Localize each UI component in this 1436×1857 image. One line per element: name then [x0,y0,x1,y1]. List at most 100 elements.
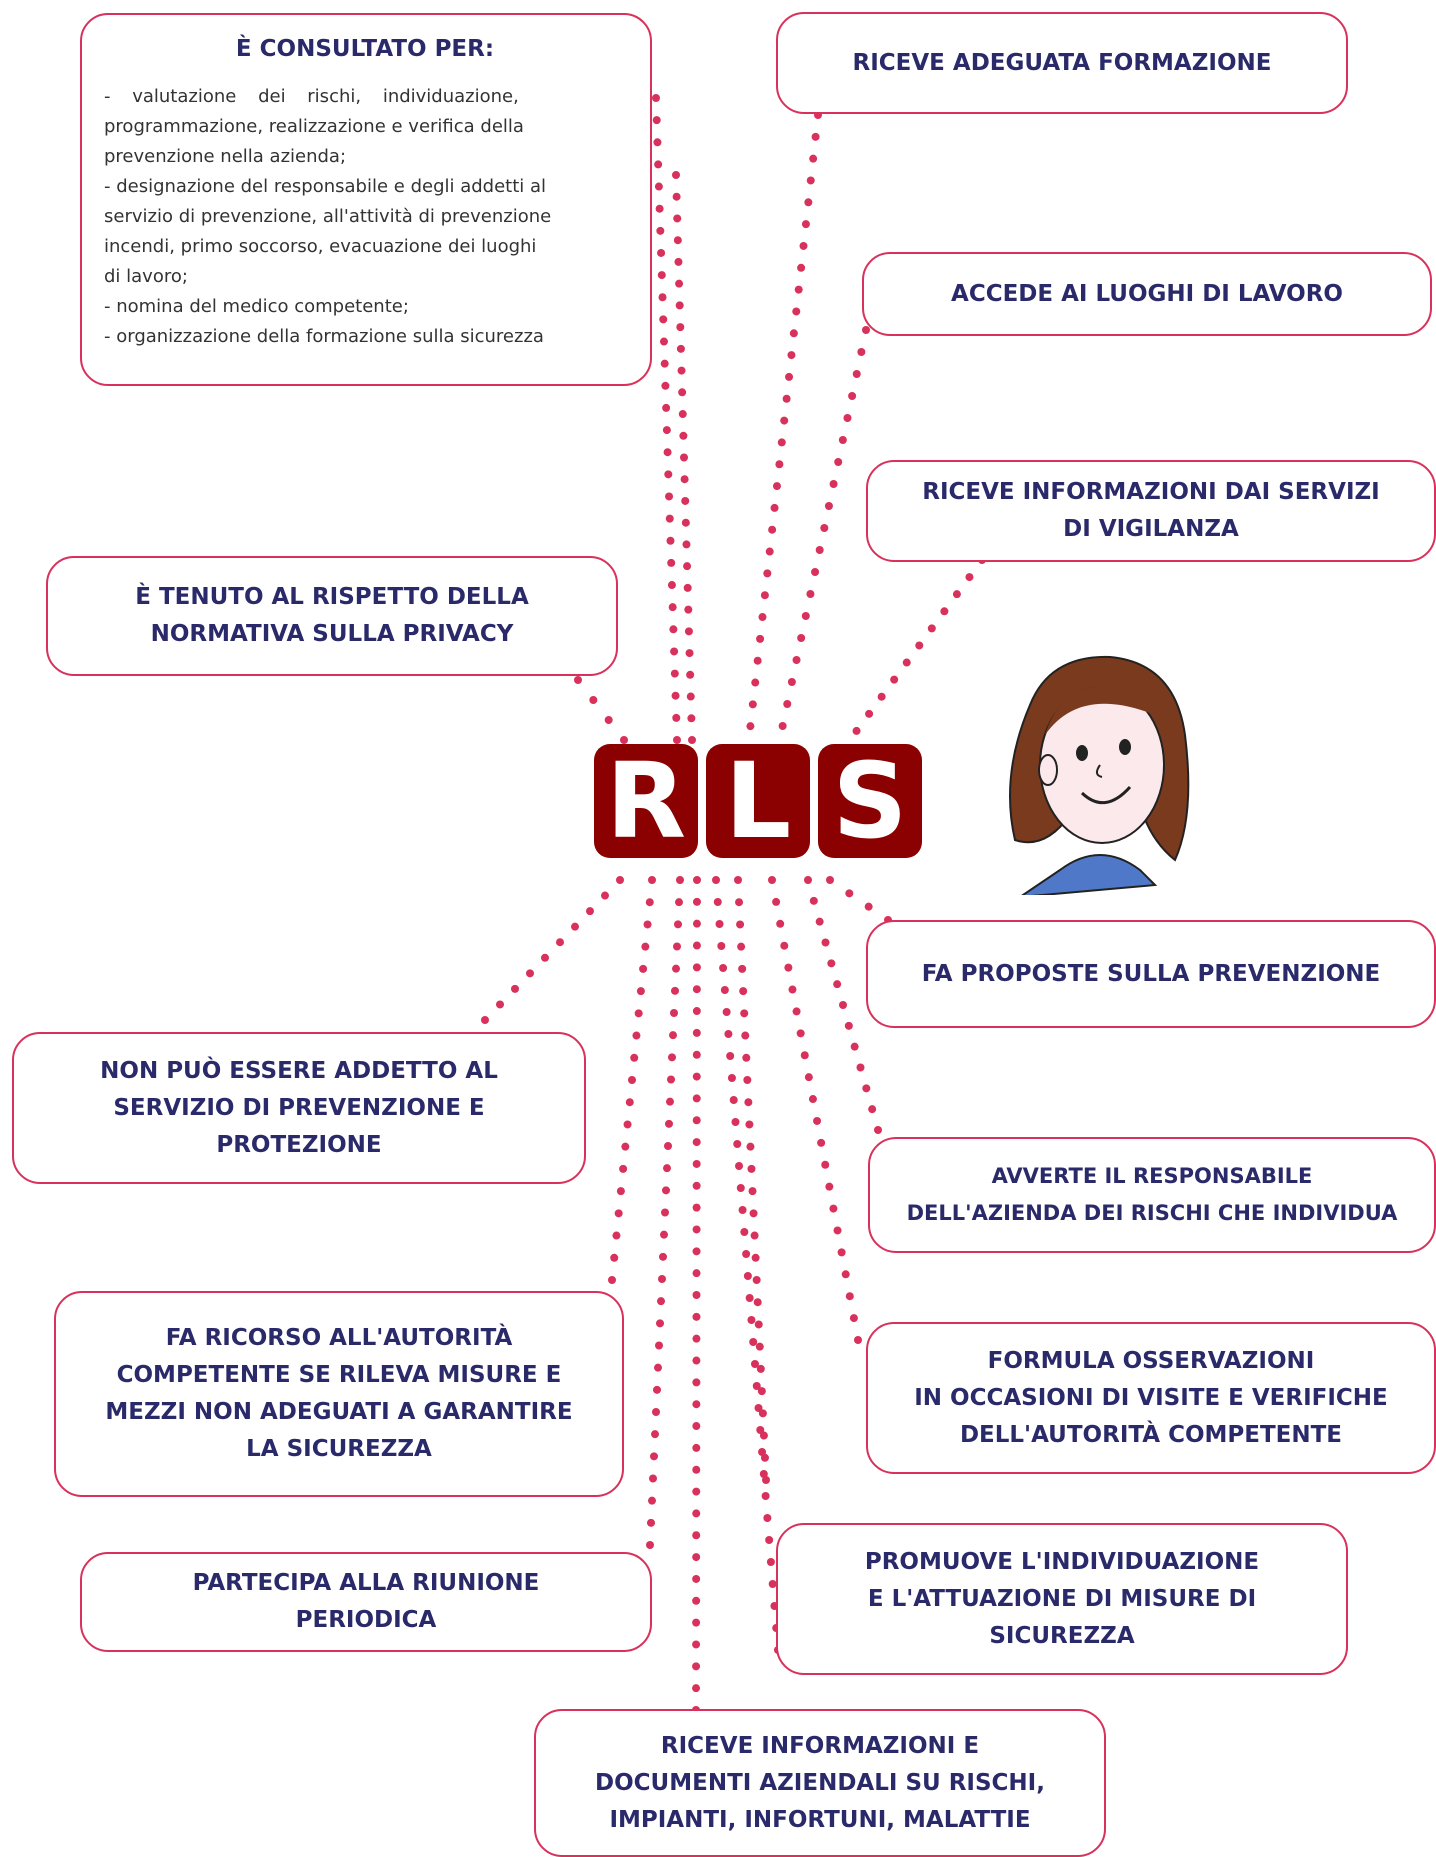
connector-dot [511,984,519,993]
connector-dot [852,726,861,735]
connector-dot [692,1181,701,1190]
connector-dot [746,1142,755,1151]
connector-dot [726,1052,735,1060]
connector-dot [743,1076,752,1084]
consultato-line: servizio di prevenzione, all'attività di… [104,206,552,227]
connector-dot [673,942,681,951]
connector-dot [719,964,728,972]
connector-dot [738,1206,747,1214]
connector-dot [623,1120,632,1129]
connector-dot [670,669,679,678]
connector-dot [799,241,808,250]
connector-dot [648,876,656,884]
connector-dot [683,562,692,571]
box-line: AVVERTE IL RESPONSABILE [991,1164,1313,1188]
connector-dot [797,263,806,272]
connector-dot [653,138,662,147]
connector-dot [801,220,810,229]
connector-dot [738,964,747,973]
connector-dot [692,1007,701,1016]
connector-dot [784,963,793,972]
connector-dot [656,226,665,235]
connector-dot [712,876,720,884]
connector-dot [652,116,661,125]
connector-dot [692,1116,701,1125]
connector-dot [658,293,667,302]
connector-dot [692,1553,701,1562]
connector-dot [749,1338,758,1346]
connector-dot [670,1009,678,1017]
consultato-line: prevenzione nella azienda; [104,146,347,167]
connector-dot [788,985,797,994]
connector-dot [752,1382,761,1390]
consultato-box: È CONSULTATO PER: - valutazione dei risc… [80,13,652,386]
connector-dot [776,919,785,928]
connector-dot [608,1276,616,1284]
connector-dot [829,480,838,488]
connector-dot [692,1247,701,1256]
connector-dot [636,987,645,996]
connector-dot [662,1186,670,1195]
connector-dot [671,691,680,700]
connector-dot [772,897,781,906]
connector-dot [648,1496,656,1505]
connector-dot [785,372,794,381]
connector-dot [674,257,683,266]
connector-dot [758,1409,767,1418]
connector-dot [673,214,682,223]
connector-dot [676,344,685,353]
connector-dot [672,713,681,722]
connector-dot [651,1430,659,1439]
connector-dot [680,475,689,484]
connector-dot [815,546,824,554]
connector-dot [804,1073,813,1082]
connector-dot [692,1138,701,1147]
connector-dot [652,94,660,102]
connector-dot [731,1118,740,1126]
connector-dot [727,1074,736,1082]
connector-dot [496,1000,504,1009]
consultato-line: - nomina del medico competente; [104,296,409,317]
rls-letter-s: S [818,744,922,858]
connector-dot [808,1095,817,1104]
connector-dot [838,436,847,444]
connector-dot [820,524,829,532]
connector-dot [927,624,936,633]
girl-avatar-illustration [1009,655,1190,895]
connector-dot [630,1053,639,1062]
connector-dot [621,1142,630,1151]
connector-dot [740,1009,749,1018]
connector-dot [760,591,769,600]
connector-dot [736,1184,745,1192]
connector-dot [787,678,796,686]
connector-dot [783,700,792,708]
connector-dot [654,160,663,169]
connector-dot [692,1640,701,1649]
connector-dot [778,722,787,730]
connector-dot [687,714,696,723]
connector-dot [747,1164,756,1173]
connector-dot [740,1228,749,1236]
connector-dot [736,920,745,929]
connector-dot [655,1341,663,1350]
connector-dot [655,204,664,213]
connector-dot [757,1387,766,1396]
connector-dot [792,656,801,664]
connector-dot [654,182,663,191]
connector-dot [734,876,742,884]
connector-dot [825,1182,834,1191]
connector-dot [541,953,549,962]
connector-dot [804,876,812,884]
connector-dot [674,920,682,929]
connector-dot [662,426,671,435]
consultato-line: incendi, primo soccorso, evacuazione dei… [104,236,537,257]
connector-dot [837,1248,846,1257]
box-line: PERIODICA [295,1607,437,1633]
connector-dot [692,1050,701,1059]
connector-dot [666,1097,674,1106]
connector-dot [692,1225,701,1234]
connector-dot [556,938,564,947]
